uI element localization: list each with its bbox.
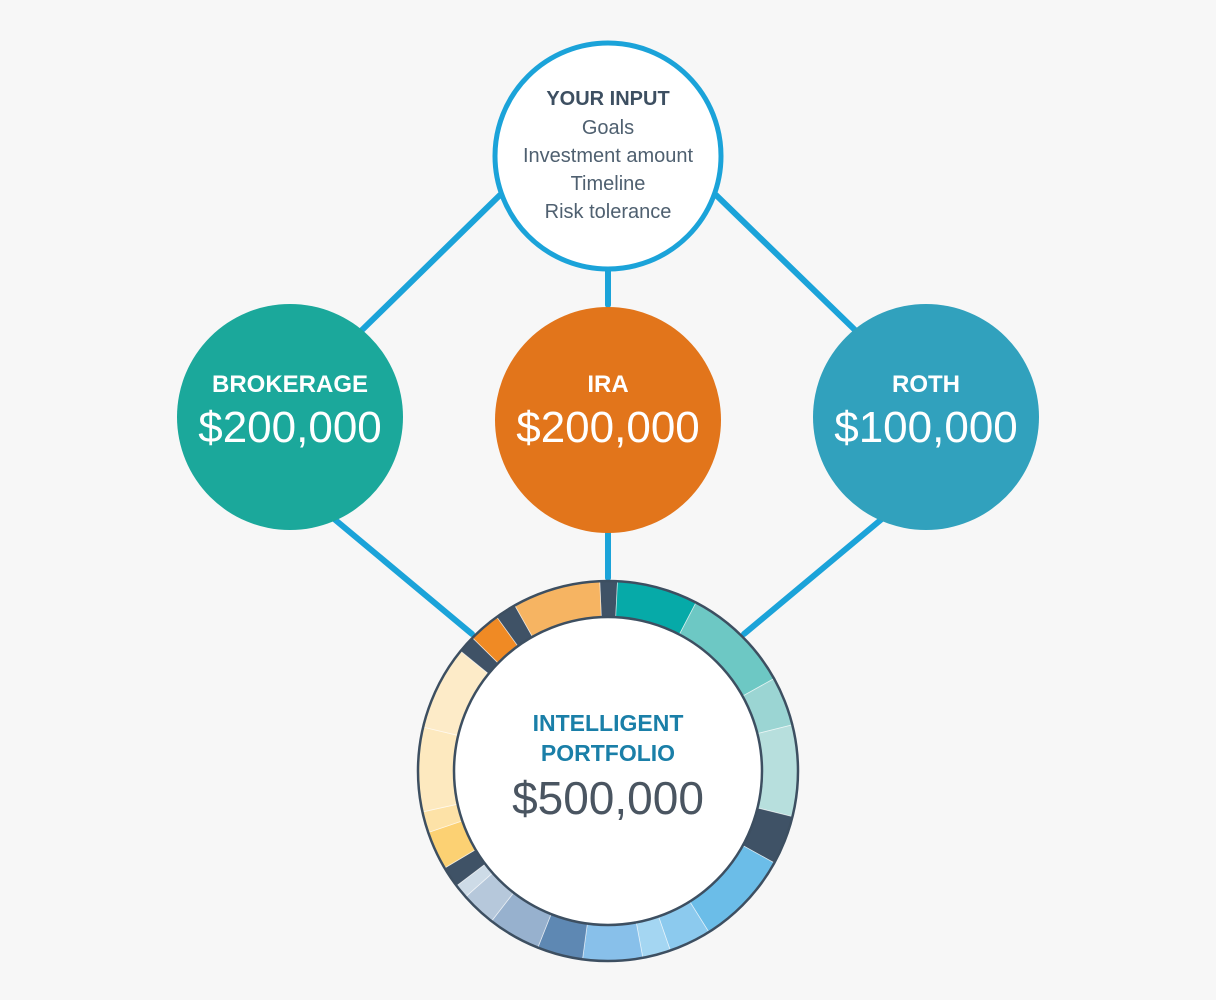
input-goals: Goals — [581, 117, 635, 139]
connector-brokerage-portfolio — [330, 515, 475, 637]
input-circle — [492, 40, 724, 272]
ring-segment-1 — [599, 580, 618, 618]
brokerage-amount: $200,000 — [198, 403, 382, 452]
roth-label: ROTH — [892, 371, 960, 398]
ring-segment-10 — [582, 921, 644, 962]
ira-amount: $200,000 — [516, 403, 700, 452]
input-timeline: Timeline — [570, 173, 646, 195]
input-investment-amount: Investment amount — [522, 145, 694, 167]
portfolio-circle — [452, 615, 764, 927]
connector-input-brokerage — [359, 192, 503, 333]
portfolio-amount: $500,000 — [512, 772, 704, 824]
connector-roth-portfolio — [741, 515, 886, 637]
input-risk-tolerance: Risk tolerance — [544, 201, 672, 223]
roth-amount: $100,000 — [834, 403, 1018, 452]
input-title: YOUR INPUT — [546, 88, 670, 110]
portfolio-title-line2: PORTFOLIO — [540, 740, 676, 766]
connector-input-roth — [713, 192, 858, 333]
portfolio-ring-outline — [416, 579, 800, 963]
brokerage-circle — [177, 304, 403, 530]
portfolio-title-line1: INTELLIGENT — [532, 710, 684, 736]
connector-lines — [330, 192, 886, 637]
ira-label: IRA — [587, 371, 629, 398]
roth-circle — [813, 304, 1039, 530]
ira-circle — [495, 307, 721, 533]
ring-segment-5 — [756, 724, 799, 818]
ring-segment-18 — [417, 726, 459, 813]
brokerage-label: BROKERAGE — [211, 371, 368, 398]
